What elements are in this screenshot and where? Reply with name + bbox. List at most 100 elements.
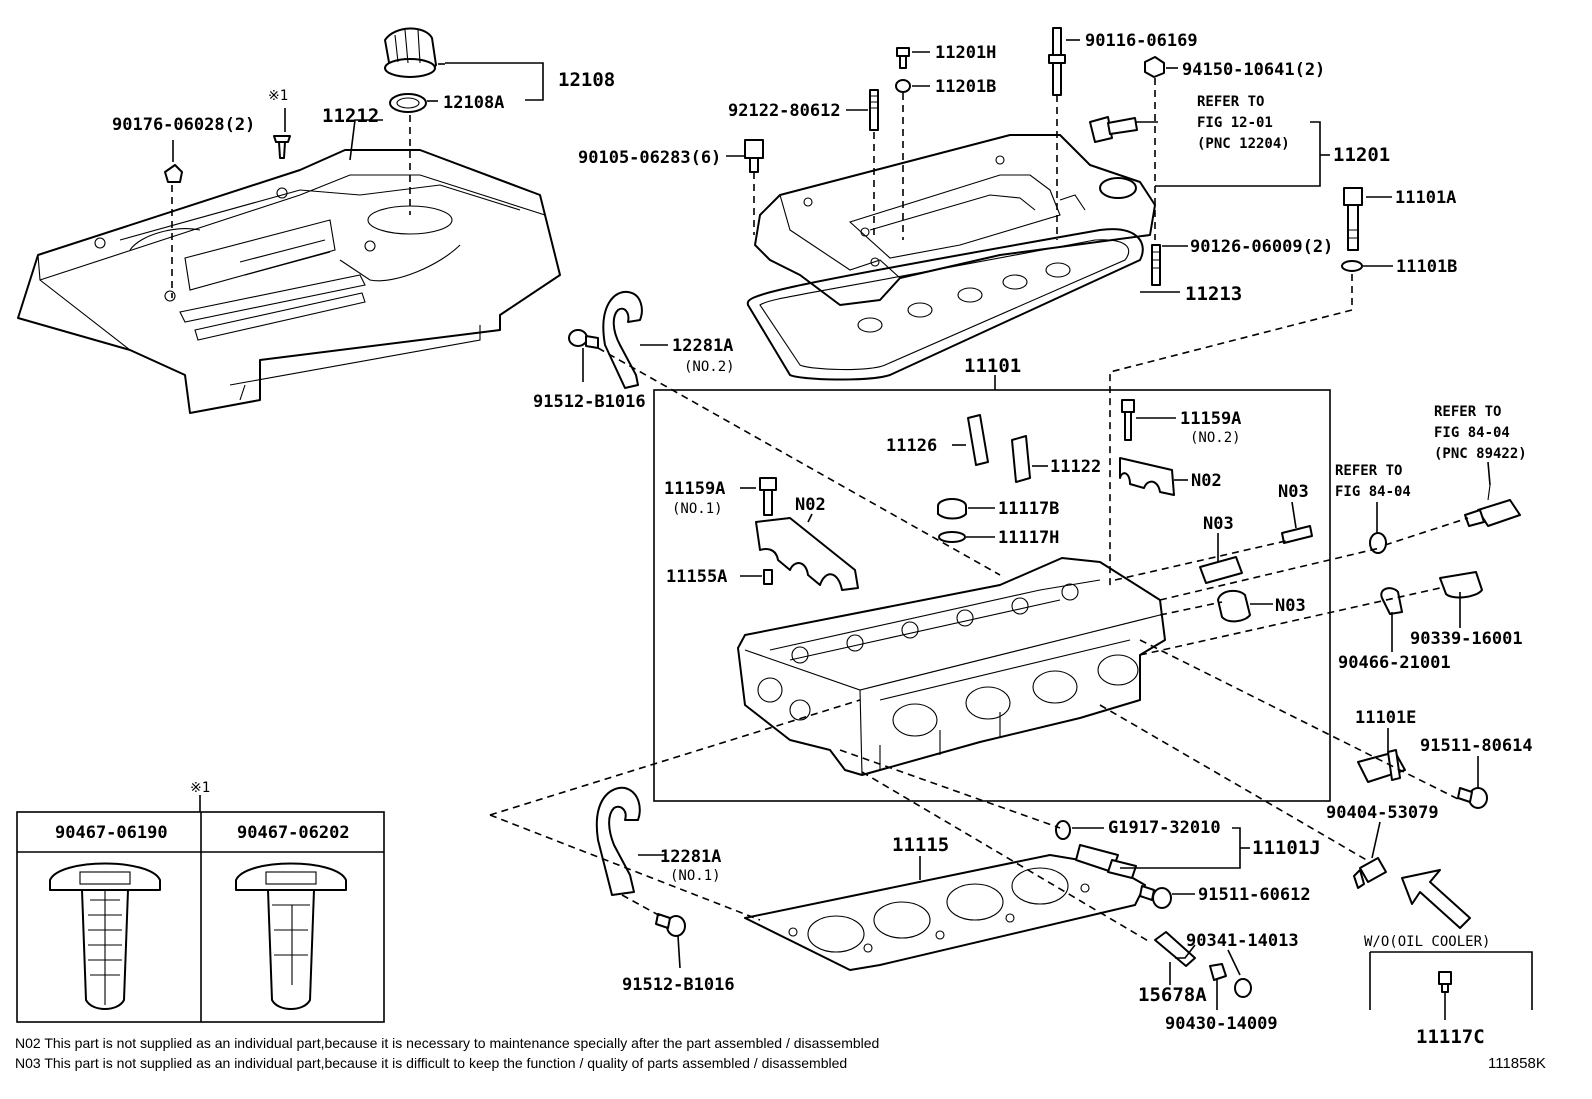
plug-11117C-drawing: [1438, 971, 1452, 993]
label-90341: 90341-14013: [1186, 931, 1299, 951]
label-90404: 90404-53079: [1326, 803, 1439, 823]
label-11155A: 11155A: [666, 567, 727, 587]
label-11126: 11126: [886, 436, 937, 456]
valve-cover-drawing: [754, 134, 1156, 306]
label-11101J: 11101J: [1252, 837, 1321, 859]
part-labels: 12108 12108A 11212 90176-06028(2) ※1 112…: [112, 31, 1533, 1048]
label-91512-bot: 91512-B1016: [622, 975, 735, 995]
label-12108: 12108: [558, 69, 615, 91]
bolt-90105-drawing: [744, 139, 764, 173]
label-11115: 11115: [892, 834, 949, 856]
label-11201: 11201: [1333, 144, 1390, 166]
label-11213: 11213: [1185, 283, 1242, 305]
label-refer1-a: REFER TO: [1197, 94, 1264, 110]
union-90404-drawing: [1353, 857, 1387, 889]
clip-90467-06202-drawing: [235, 862, 347, 1010]
stud-92122-drawing: [869, 89, 879, 131]
label-refer3-c: (PNC 89422): [1434, 446, 1527, 462]
oil-control-valve-11101E-drawing: [1357, 749, 1406, 783]
label-11101B: 11101B: [1396, 257, 1457, 277]
washer-11101B-drawing: [1341, 260, 1363, 272]
label-90466: 90466-21001: [1338, 653, 1451, 673]
leader-lines: [172, 39, 1533, 1020]
plug-90339-drawing: [1439, 571, 1483, 599]
sensor-89422-drawing: [1464, 484, 1521, 527]
clip-variant-table: 90467-06190 90467-06202: [16, 811, 385, 1023]
label-90105: 90105-06283(6): [578, 148, 721, 168]
label-mark1: ※1: [268, 88, 288, 104]
label-11201B: 11201B: [935, 77, 996, 97]
cylinder-head-subassy-box: [653, 389, 1331, 802]
label-N03-b: N03: [1203, 514, 1234, 534]
label-12281A-bot: 12281A: [660, 847, 721, 867]
pin-11126-drawing: [967, 414, 989, 466]
label-91512-top: 91512-B1016: [533, 392, 646, 412]
label-refer1-b: FIG 12-01: [1197, 115, 1273, 131]
bearing-cap-N02-left-drawing: [755, 517, 859, 591]
oil-filler-cap-drawing: [384, 27, 437, 113]
label-90126: 90126-06009(2): [1190, 237, 1333, 257]
label-11117H: 11117H: [998, 528, 1059, 548]
valve-cover-gasket-drawing: [746, 228, 1144, 381]
cylinder-head-drawing: [737, 557, 1166, 776]
label-mark1b: ※1: [190, 780, 210, 796]
label-91511-80614: 91511-80614: [1420, 736, 1533, 756]
label-N03-c: N03: [1275, 596, 1306, 616]
clip-drawing: [273, 135, 291, 159]
label-refer1-c: (PNC 12204): [1197, 136, 1290, 152]
label-11201H: 11201H: [935, 43, 996, 63]
stud-90116-drawing: [1048, 27, 1066, 96]
label-12281A-top: 12281A: [672, 336, 733, 356]
figure-code: 111858K: [1488, 1055, 1546, 1072]
label-11212: 11212: [322, 105, 379, 127]
label-refer2-b: FIG 84-04: [1335, 484, 1411, 500]
ring-11117H-drawing: [938, 531, 966, 543]
label-no2-top: (NO.2): [684, 359, 735, 375]
bolt-90430-drawing: [1234, 978, 1252, 998]
dashed-alignment-lines: [171, 78, 1469, 943]
dowel-11155A-drawing: [763, 569, 773, 585]
clip-90467-06190-drawing: [49, 862, 161, 1010]
label-refer3-b: FIG 84-04: [1434, 425, 1510, 441]
nut-94150-drawing: [1144, 56, 1165, 78]
label-11117C: 11117C: [1416, 1026, 1485, 1048]
sensor-11101J-drawing: [1075, 844, 1137, 879]
clip-90466-drawing: [1380, 587, 1403, 615]
bolt-11159A-no1-drawing: [759, 477, 777, 516]
note-n02: N02 This part is not supplied as an indi…: [15, 1035, 879, 1051]
label-90339: 90339-16001: [1410, 629, 1523, 649]
label-15678A: 15678A: [1138, 984, 1207, 1006]
label-wo-oil-cooler: W/O(OIL COOLER): [1364, 934, 1490, 950]
cap-N02-right-drawing: [1119, 457, 1175, 496]
label-94150: 94150-10641(2): [1182, 60, 1325, 80]
label-90430: 90430-14009: [1165, 1014, 1278, 1034]
label-11101A: 11101A: [1395, 188, 1456, 208]
bolt-91511-60612-drawing: [1139, 885, 1172, 909]
note-n03: N03 This part is not supplied as an indi…: [15, 1055, 847, 1071]
pcv-valve-drawing: [1089, 116, 1138, 143]
label-N02-left: N02: [795, 495, 826, 515]
label-11101E: 11101E: [1355, 708, 1416, 728]
label-90116: 90116-06169: [1085, 31, 1198, 51]
table-col2-header: 90467-06202: [237, 823, 350, 843]
arrow-indicator: [1401, 869, 1471, 929]
label-91511-60612: 91511-60612: [1198, 885, 1311, 905]
label-N03-a: N03: [1278, 482, 1309, 502]
label-refer3-a: REFER TO: [1434, 404, 1501, 420]
label-no1-b: (NO.1): [670, 868, 721, 884]
label-92122: 92122-80612: [728, 101, 841, 121]
label-11101: 11101: [964, 355, 1021, 377]
pin-N03-small-drawing: [1281, 525, 1313, 544]
nut-11201B-drawing: [895, 79, 911, 93]
stud-90126-drawing: [1151, 244, 1161, 286]
label-G1917: G1917-32010: [1108, 818, 1221, 838]
bolt-90176-drawing: [164, 164, 183, 183]
label-N02-right: N02: [1191, 471, 1222, 491]
label-12108A: 12108A: [443, 93, 504, 113]
bolt-91512-top-drawing: [568, 329, 599, 349]
bolt-11159A-no2-drawing: [1121, 399, 1135, 441]
label-refer2-a: REFER TO: [1335, 463, 1402, 479]
bolt-11201H-drawing: [896, 47, 910, 69]
plug-N03-drawing: [1217, 589, 1251, 623]
